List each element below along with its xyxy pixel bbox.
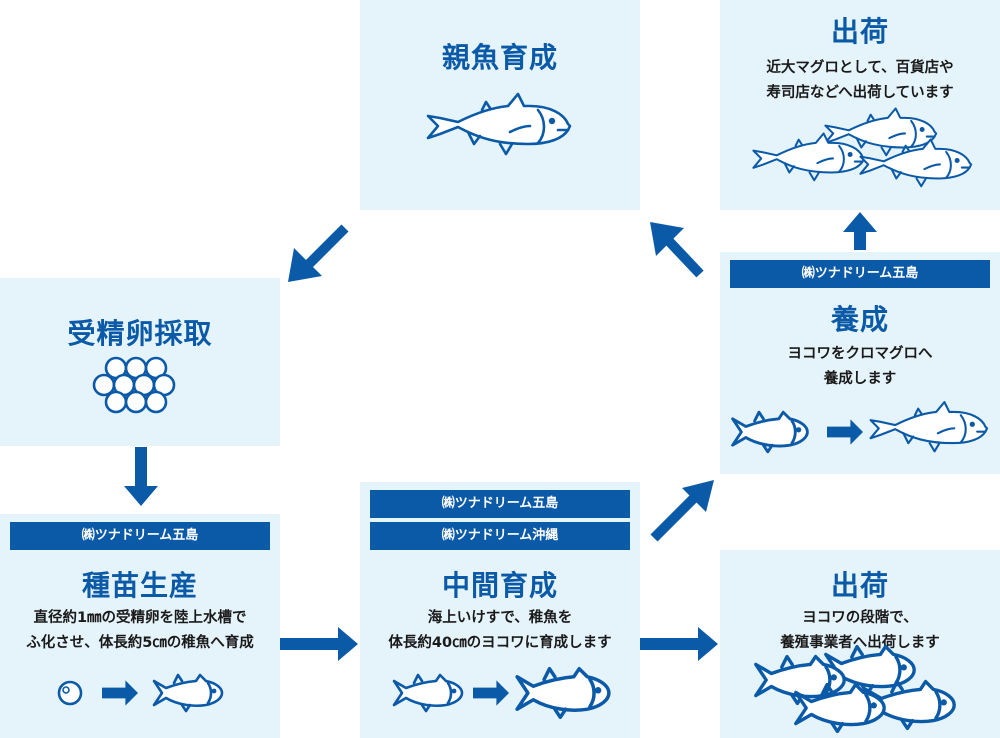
flow-arrow-egg-to-seed	[124, 447, 158, 506]
stage-title: 出荷	[830, 15, 889, 48]
flow-arrow-culture-to-broodstock	[650, 222, 704, 278]
stage-desc-line-1: 近大マグロとして、百貨店や	[766, 60, 954, 76]
stage-desc-line-1: 海上いけすで、稚魚を	[427, 610, 573, 626]
stage-desc-line-1: 直径約1㎜の受精卵を陸上水槽で	[33, 610, 247, 626]
stage-desc-line-2: 養成します	[823, 371, 897, 387]
stage-egg-collection: 受精卵採取	[0, 278, 280, 446]
stage-title: 受精卵採取	[67, 317, 213, 350]
flow-arrow-seed-to-mid	[280, 627, 358, 661]
stage-seed-production: ㈱ツナドリーム五島 種苗生産 直径約1㎜の受精卵を陸上水槽で ふ化させ、体長約5…	[0, 514, 280, 738]
flow-arrow-culture-to-ship	[843, 212, 877, 250]
flow-arrow-broodstock-to-egg	[288, 224, 349, 282]
stage-culture: ㈱ツナドリーム五島 養成 ヨコワをクロマグロへ 養成します	[720, 252, 1000, 474]
stage-broodstock: 親魚育成	[360, 0, 640, 210]
stage-desc-line-2: 寿司店などへ出荷しています	[766, 85, 954, 101]
stage-shipping-tuna: 出荷 近大マグロとして、百貨店や 寿司店などへ出荷しています	[720, 0, 1000, 210]
stage-title: 養成	[830, 303, 889, 336]
stage-desc-line-2: 体長約40㎝のヨコワに育成します	[388, 635, 612, 651]
stage-intermediate-rearing: ㈱ツナドリーム五島 ㈱ツナドリーム沖縄 中間育成 海上いけすで、稚魚を 体長約4…	[360, 482, 640, 738]
stage-desc-line-2: 養殖事業者へ出荷します	[780, 635, 940, 651]
stage-title: 種苗生産	[81, 569, 198, 602]
stage-shipping-yokowa: 出荷 ヨコワの段階で、 養殖事業者へ出荷します	[720, 550, 1000, 738]
company-tag-goto: ㈱ツナドリーム五島	[370, 490, 630, 518]
stage-desc-line-1: ヨコワをクロマグロへ	[787, 346, 933, 362]
stage-desc-line-1: ヨコワの段階で、	[802, 610, 918, 626]
company-tag: ㈱ツナドリーム五島	[10, 522, 270, 550]
stage-title: 出荷	[830, 569, 889, 602]
stage-desc-line-2: ふ化させ、体長約5㎝の稚魚へ育成	[26, 635, 254, 651]
company-tag-okinawa: ㈱ツナドリーム沖縄	[370, 522, 630, 550]
company-tag: ㈱ツナドリーム五島	[730, 260, 990, 288]
stage-title: 親魚育成	[441, 41, 558, 74]
flow-arrow-mid-to-ship	[640, 627, 718, 661]
stage-title: 中間育成	[441, 569, 558, 602]
flow-arrow-mid-to-culture	[650, 480, 714, 542]
